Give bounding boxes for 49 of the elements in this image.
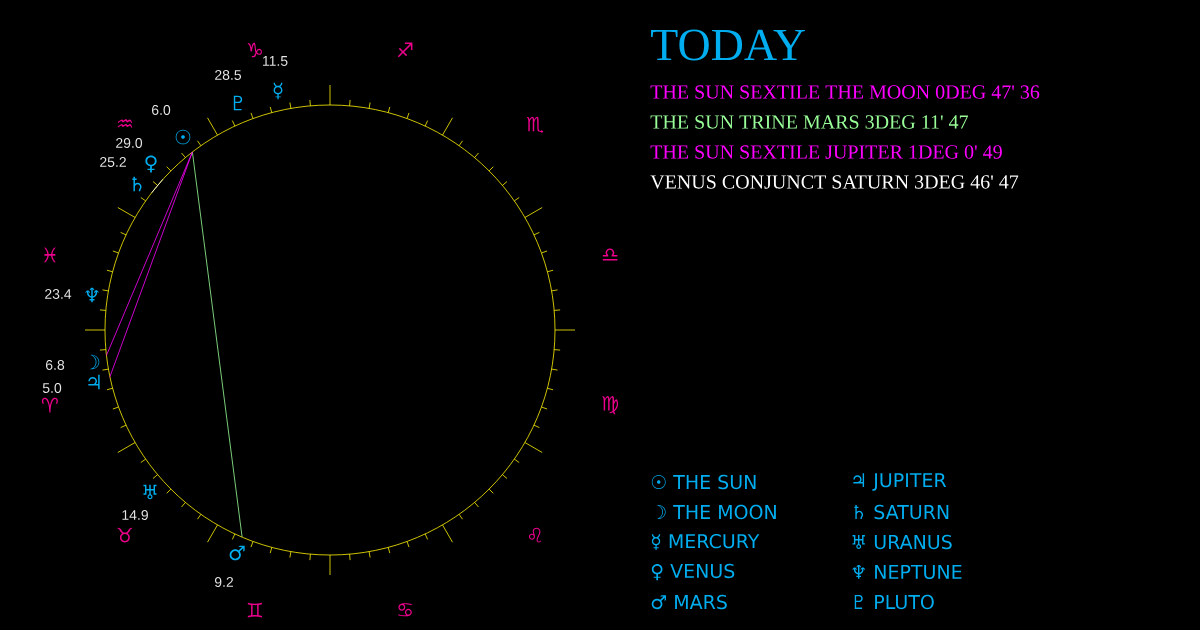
zodiac-symbol: ♓ [44,247,56,263]
title: TODAY [651,29,805,61]
legend-entry: ♇ PLUTO [854,594,934,610]
zodiac-symbol: ♉ [117,527,133,543]
planet-symbol: ♃ [88,374,100,390]
planet-symbol: ♅ [143,484,157,500]
planet-symbol: ♆ [85,287,99,303]
degree-label: 14.9 [122,510,148,520]
degree-label: 28.5 [215,70,242,80]
aspect-text: THE SUN TRINE MARS 3DEG 11' 47 [650,115,968,129]
legend-entry: ☉ THE SUN [651,474,756,490]
legend-entry: ☽ THE MOON [657,504,776,520]
planet-symbol: ☉ [175,129,191,145]
zodiac-symbol: ♍ [602,396,618,415]
legend-entry: ♃ JUPITER [853,473,947,491]
zodiac-symbol: ♏ [526,116,544,134]
degree-label: 23.4 [45,289,72,299]
planet-symbol: ♂ [229,545,245,561]
zodiac-symbol: ♐ [397,42,413,58]
legend-entry: ☿ MERCURY [651,534,760,550]
aspect-line [192,151,243,538]
planet-symbol: ☿ [273,82,283,100]
zodiac-symbol: ♈ [41,397,58,413]
aspect-text: THE SUN SEXTILE THE MOON 0DEG 47' 36 [650,85,1040,99]
legend-entry: ♄ SATURN [854,504,949,520]
planet-symbol: ☽ [90,354,100,370]
zodiac-symbol: ♊ [247,602,262,618]
degree-label: 29.0 [116,138,143,148]
zodiac-symbol: ♌ [528,527,542,543]
legend-entry: ♀ VENUS [651,563,735,581]
zodiac-symbol: ♎ [602,248,618,261]
degree-label: 6.8 [46,360,65,370]
planet-symbol: ♄ [132,176,142,192]
planet-symbol: ♇ [233,95,243,111]
aspect-line [151,179,164,194]
degree-label: 11.5 [262,56,288,66]
degree-label: 25.2 [100,157,126,167]
planet-symbol: ♀ [145,155,157,173]
zodiac-symbol: ♋ [398,603,412,617]
degree-label: 6.0 [152,105,171,115]
legend-entry: ♂ MARS [651,594,727,610]
legend-entry: ♆ NEPTUNE [852,564,962,580]
degree-label: 9.2 [214,577,234,587]
zodiac-symbol: ♒ [117,119,133,128]
legend-entry: ♅ URANUS [852,534,952,550]
degree-label: 5.0 [42,383,62,393]
aspect-text: VENUS CONJUNCT SATURN 3DEG 46' 47 [650,175,1019,189]
aspect-text: THE SUN SEXTILE JUPITER 1DEG 0' 49 [650,145,1002,159]
zodiac-symbol: ♑ [247,42,262,58]
